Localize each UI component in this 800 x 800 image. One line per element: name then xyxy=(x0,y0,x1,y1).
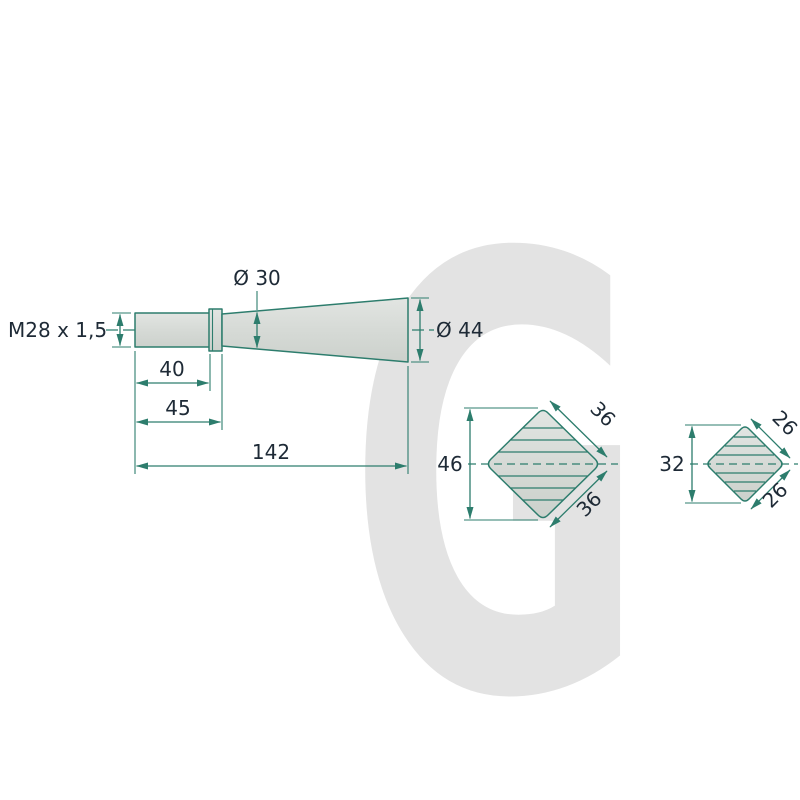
large-section-height-label: 46 xyxy=(437,452,462,476)
large-section-bottom-side-dim-arrow xyxy=(549,470,608,528)
thread-size-label: M28 x 1,5 xyxy=(8,318,107,342)
shaft-collar xyxy=(208,308,223,352)
small-section-bottom-side-dim-arrow xyxy=(750,469,791,510)
neck-diameter-label: Ø 30 xyxy=(233,266,281,290)
thread-length-dim-label: 40 xyxy=(159,357,184,381)
total-length-dim-label: 142 xyxy=(252,440,290,464)
large-section-top-side-dim-arrow xyxy=(549,400,608,458)
shaft-taper-section xyxy=(221,297,409,363)
small-section-top-side-label: 26 xyxy=(767,406,800,441)
end-diameter-label: Ø 44 xyxy=(436,318,484,342)
small-section-top-side-dim-arrow xyxy=(750,418,791,459)
shaft-thread-section xyxy=(134,312,211,348)
small-section-height-label: 32 xyxy=(659,452,684,476)
shaft-side-view xyxy=(106,297,434,363)
shaft-dimensions: M28 x 1,5 Ø 30 Ø 44 40 45 142 xyxy=(8,266,484,474)
collar-length-dim-label: 45 xyxy=(165,396,190,420)
cross-section-small: 32 26 26 xyxy=(659,406,800,513)
